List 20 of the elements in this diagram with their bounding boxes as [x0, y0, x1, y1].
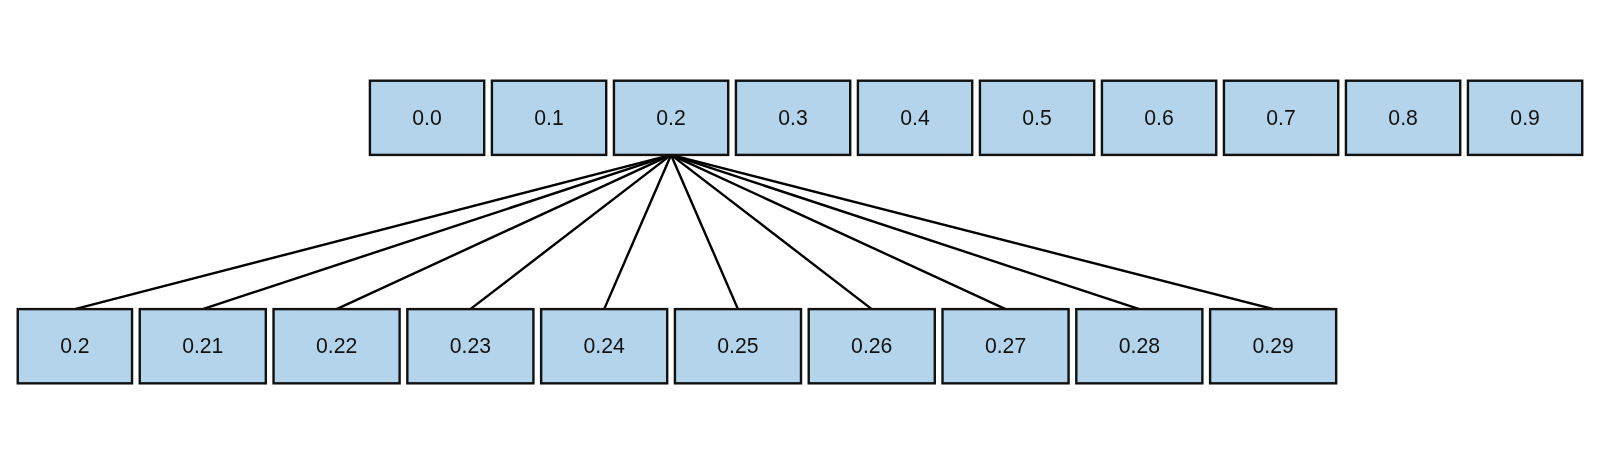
- node-box: [405, 308, 535, 385]
- node-box: [16, 308, 133, 385]
- node-box: [940, 308, 1070, 385]
- node-box: [539, 308, 668, 385]
- node-box: [673, 308, 802, 385]
- node-box: [138, 308, 267, 385]
- node-box: [1344, 80, 1461, 157]
- node-box: [490, 80, 607, 157]
- node-box: [1100, 80, 1217, 157]
- node-box: [978, 80, 1095, 157]
- node-box: [368, 80, 485, 157]
- node-box: [734, 80, 851, 157]
- node-box: [856, 80, 973, 157]
- node-box: [1074, 308, 1204, 385]
- node-box: [1208, 308, 1337, 385]
- node-box: [612, 80, 729, 157]
- node-box: [1466, 80, 1583, 157]
- node-box: [807, 308, 936, 385]
- node-box: [271, 308, 401, 385]
- node-box: [1222, 80, 1339, 157]
